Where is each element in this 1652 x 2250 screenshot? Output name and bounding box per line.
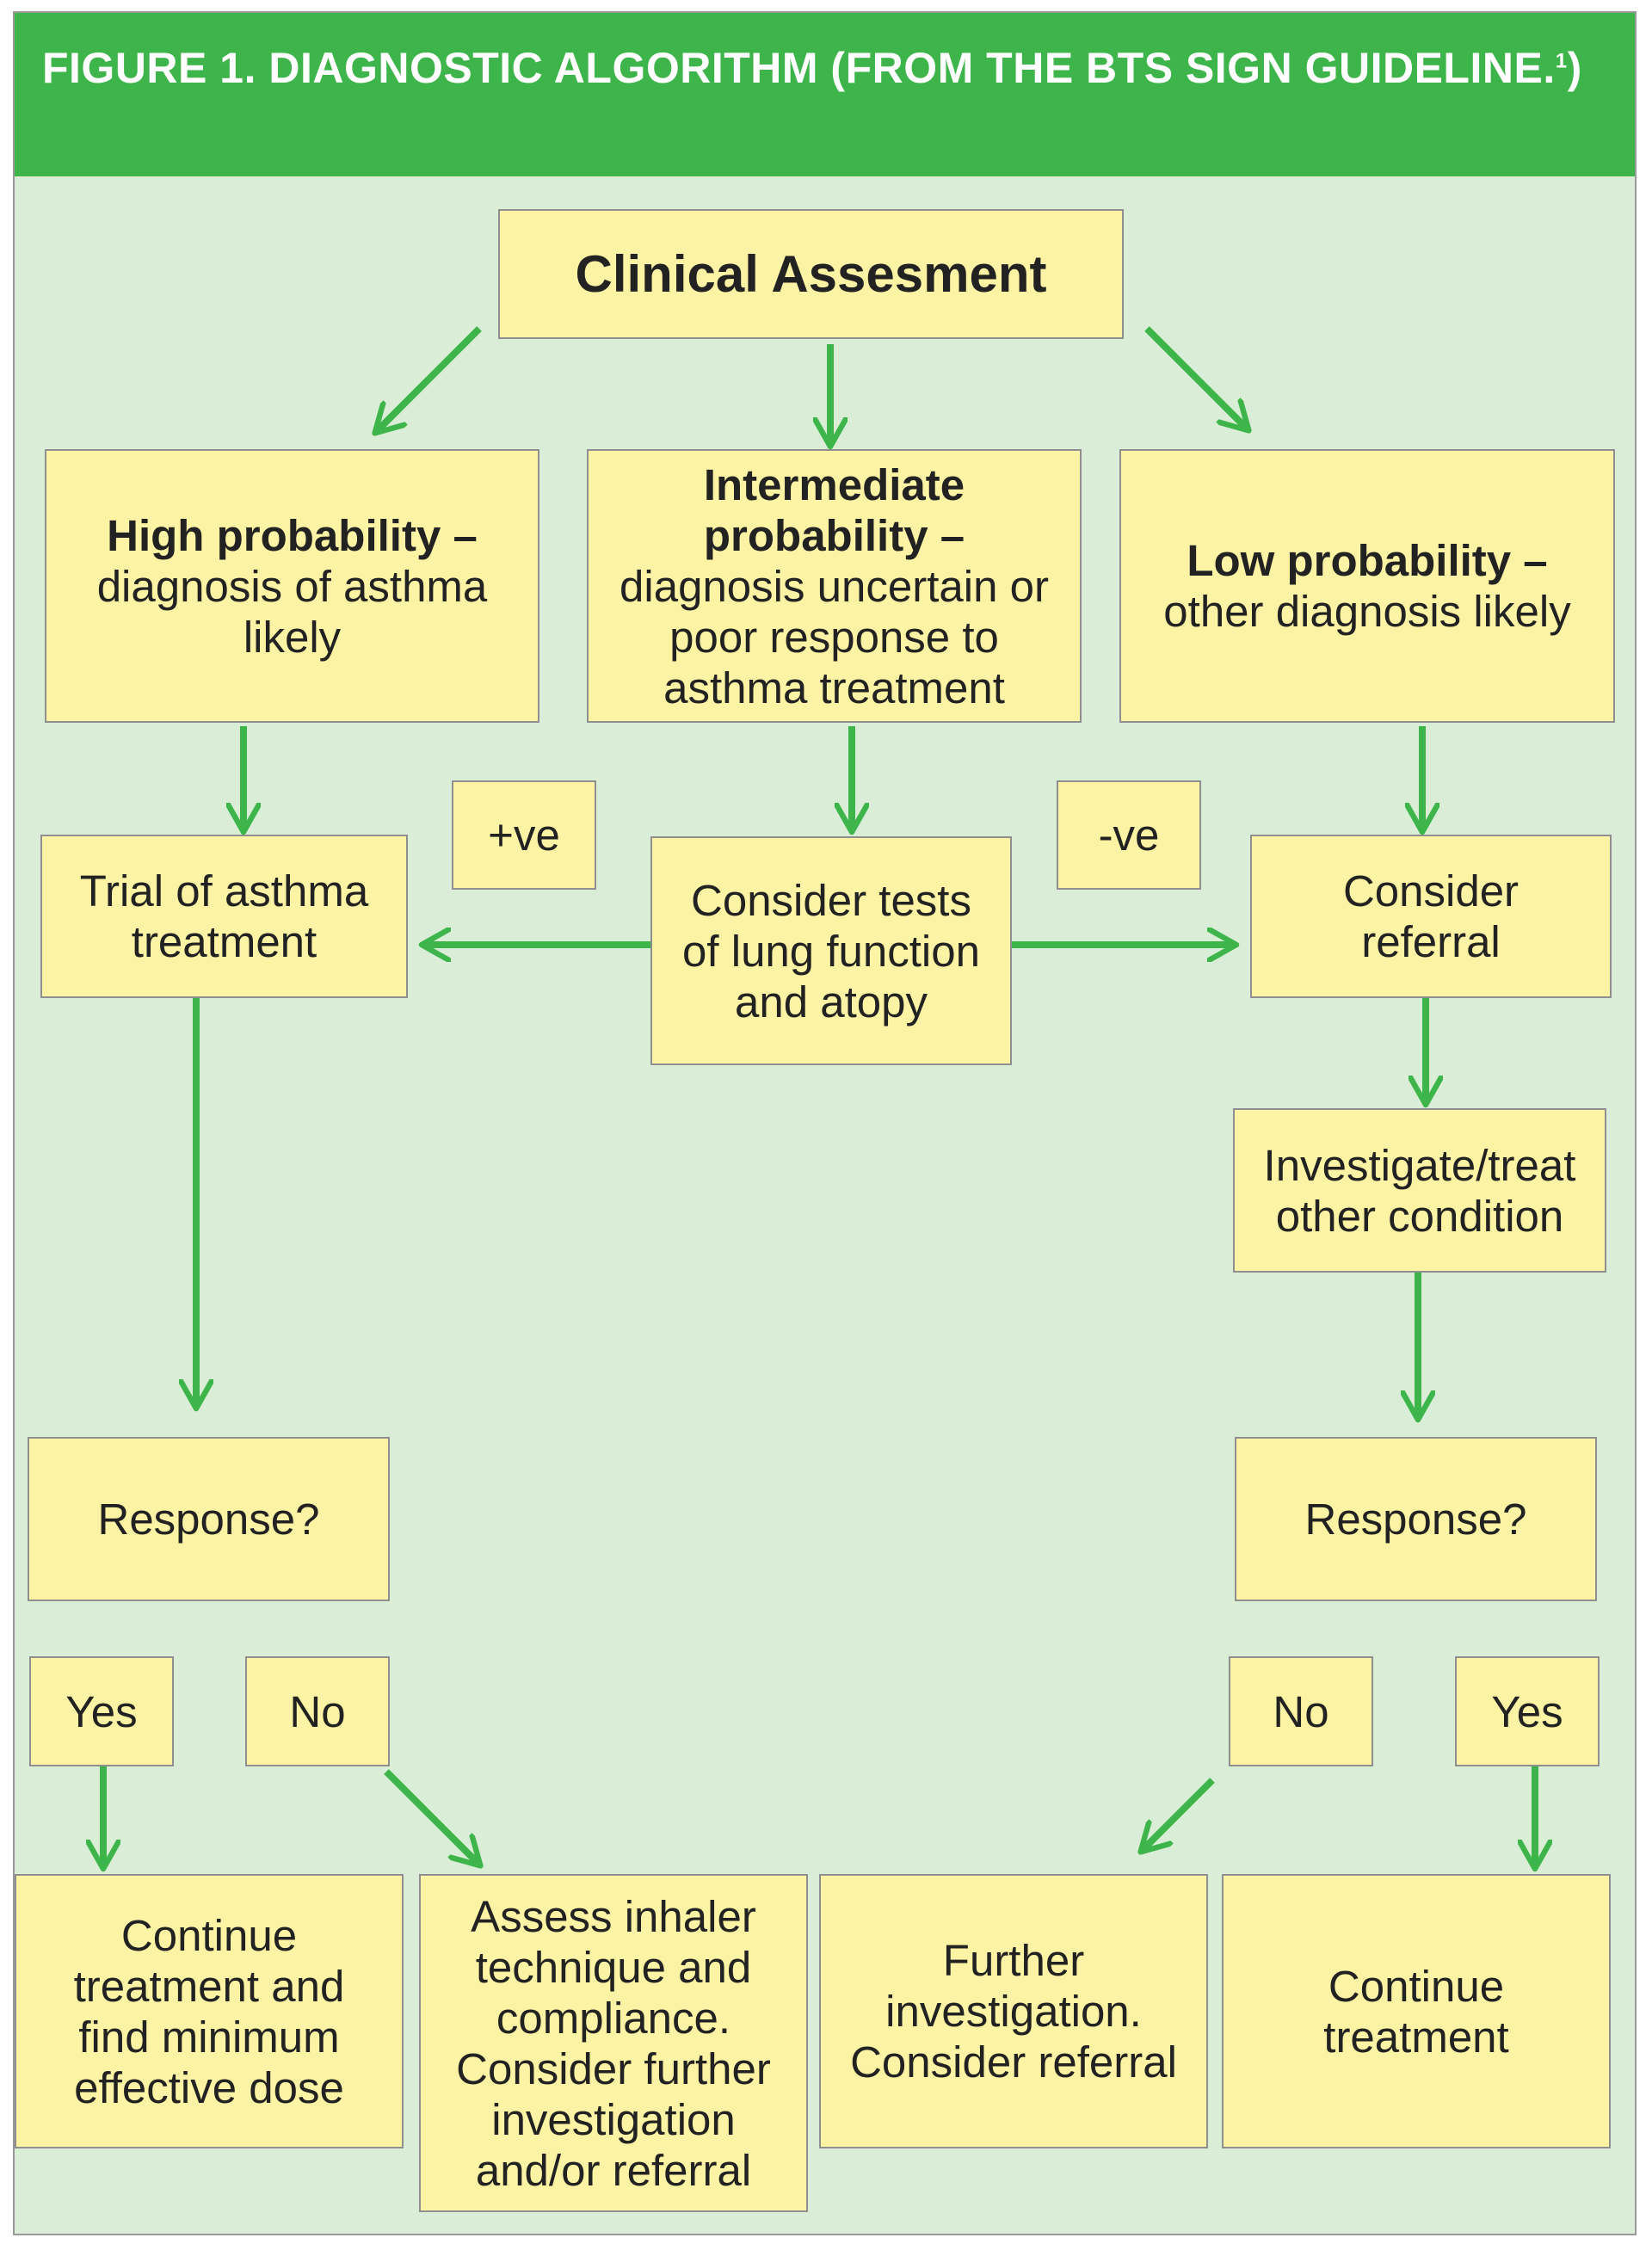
box-continue-treatment: Continue treatment: [1222, 1874, 1611, 2148]
connector-arrows: [15, 326, 1638, 2237]
no-left-text: No: [289, 1686, 346, 1736]
negative-label-text: -ve: [1098, 811, 1160, 860]
investigate-text: Investigate/treat other condition: [1263, 1140, 1576, 1241]
no-right-text: No: [1273, 1686, 1329, 1736]
referral-text: Consider referral: [1342, 866, 1519, 966]
box-negative-label: -ve: [1057, 780, 1201, 890]
intermediate-probability-text: diagnosis uncertain or poor response to …: [620, 561, 1049, 712]
high-probability-text: diagnosis of asthma likely: [96, 561, 488, 662]
positive-label-text: +ve: [488, 811, 560, 860]
further-text: Further investigation. Consider referral: [850, 1936, 1177, 2087]
intermediate-probability-heading: Intermediate probability –: [703, 459, 965, 560]
box-intermediate-probability: Intermediate probability – diagnosis unc…: [587, 449, 1082, 723]
box-yes-left: Yes: [29, 1656, 174, 1766]
low-probability-heading: Low probability –: [1187, 536, 1548, 585]
box-no-left: No: [245, 1656, 390, 1766]
yes-right-text: Yes: [1491, 1686, 1563, 1736]
yes-left-text: Yes: [65, 1686, 138, 1736]
low-probability-text: other diagnosis likely: [1163, 587, 1571, 636]
box-high-probability: High probability – diagnosis of asthma l…: [45, 449, 539, 723]
arrow-clinical-to-low: [1144, 326, 1248, 429]
box-positive-label: +ve: [452, 780, 596, 890]
box-assess-inhaler: Assess inhaler technique and compliance.…: [419, 1874, 808, 2212]
figure-title-reference: 1: [1555, 49, 1568, 73]
box-response-left: Response?: [28, 1437, 390, 1601]
response-right-text: Response?: [1304, 1495, 1527, 1544]
arrow-no-right-to-further: [1142, 1778, 1215, 1851]
box-yes-right: Yes: [1455, 1656, 1600, 1766]
box-consider-referral: Consider referral: [1250, 835, 1612, 998]
box-response-right: Response?: [1235, 1437, 1597, 1601]
continue-text: Continue treatment: [1323, 1961, 1509, 2062]
box-investigate-treat: Investigate/treat other condition: [1233, 1108, 1606, 1273]
figure-title: FIGURE 1. DIAGNOSTIC ALGORITHM (FROM THE…: [42, 41, 1607, 96]
tests-text: Consider tests of lung function and atop…: [682, 875, 980, 1026]
box-consider-tests: Consider tests of lung function and atop…: [650, 836, 1012, 1065]
diagnostic-algorithm-figure: FIGURE 1. DIAGNOSTIC ALGORITHM (FROM THE…: [13, 11, 1637, 2235]
high-probability-heading: High probability –: [107, 510, 478, 560]
assess-text: Assess inhaler technique and compliance.…: [456, 1891, 771, 2195]
figure-title-close: ): [1567, 44, 1582, 92]
box-low-probability: Low probability – other diagnosis likely: [1119, 449, 1615, 723]
continue-minimum-text: Continue treatment and find minimum effe…: [73, 1910, 345, 2112]
figure-title-text: FIGURE 1. DIAGNOSTIC ALGORITHM (FROM THE…: [42, 44, 1556, 92]
arrow-no-left-to-assess: [384, 1769, 479, 1865]
box-no-right: No: [1229, 1656, 1373, 1766]
clinical-assessment-text: Clinical Assesment: [575, 245, 1047, 303]
figure-header: FIGURE 1. DIAGNOSTIC ALGORITHM (FROM THE…: [15, 13, 1635, 176]
box-further-investigation: Further investigation. Consider referral: [819, 1874, 1208, 2148]
box-clinical-assessment: Clinical Assesment: [498, 209, 1124, 339]
trial-text: Trial of asthma treatment: [79, 866, 369, 966]
response-left-text: Response?: [97, 1495, 320, 1544]
box-continue-minimum-dose: Continue treatment and find minimum effe…: [15, 1874, 404, 2148]
arrow-clinical-to-high: [376, 326, 482, 432]
box-trial-of-asthma-treatment: Trial of asthma treatment: [40, 835, 408, 998]
